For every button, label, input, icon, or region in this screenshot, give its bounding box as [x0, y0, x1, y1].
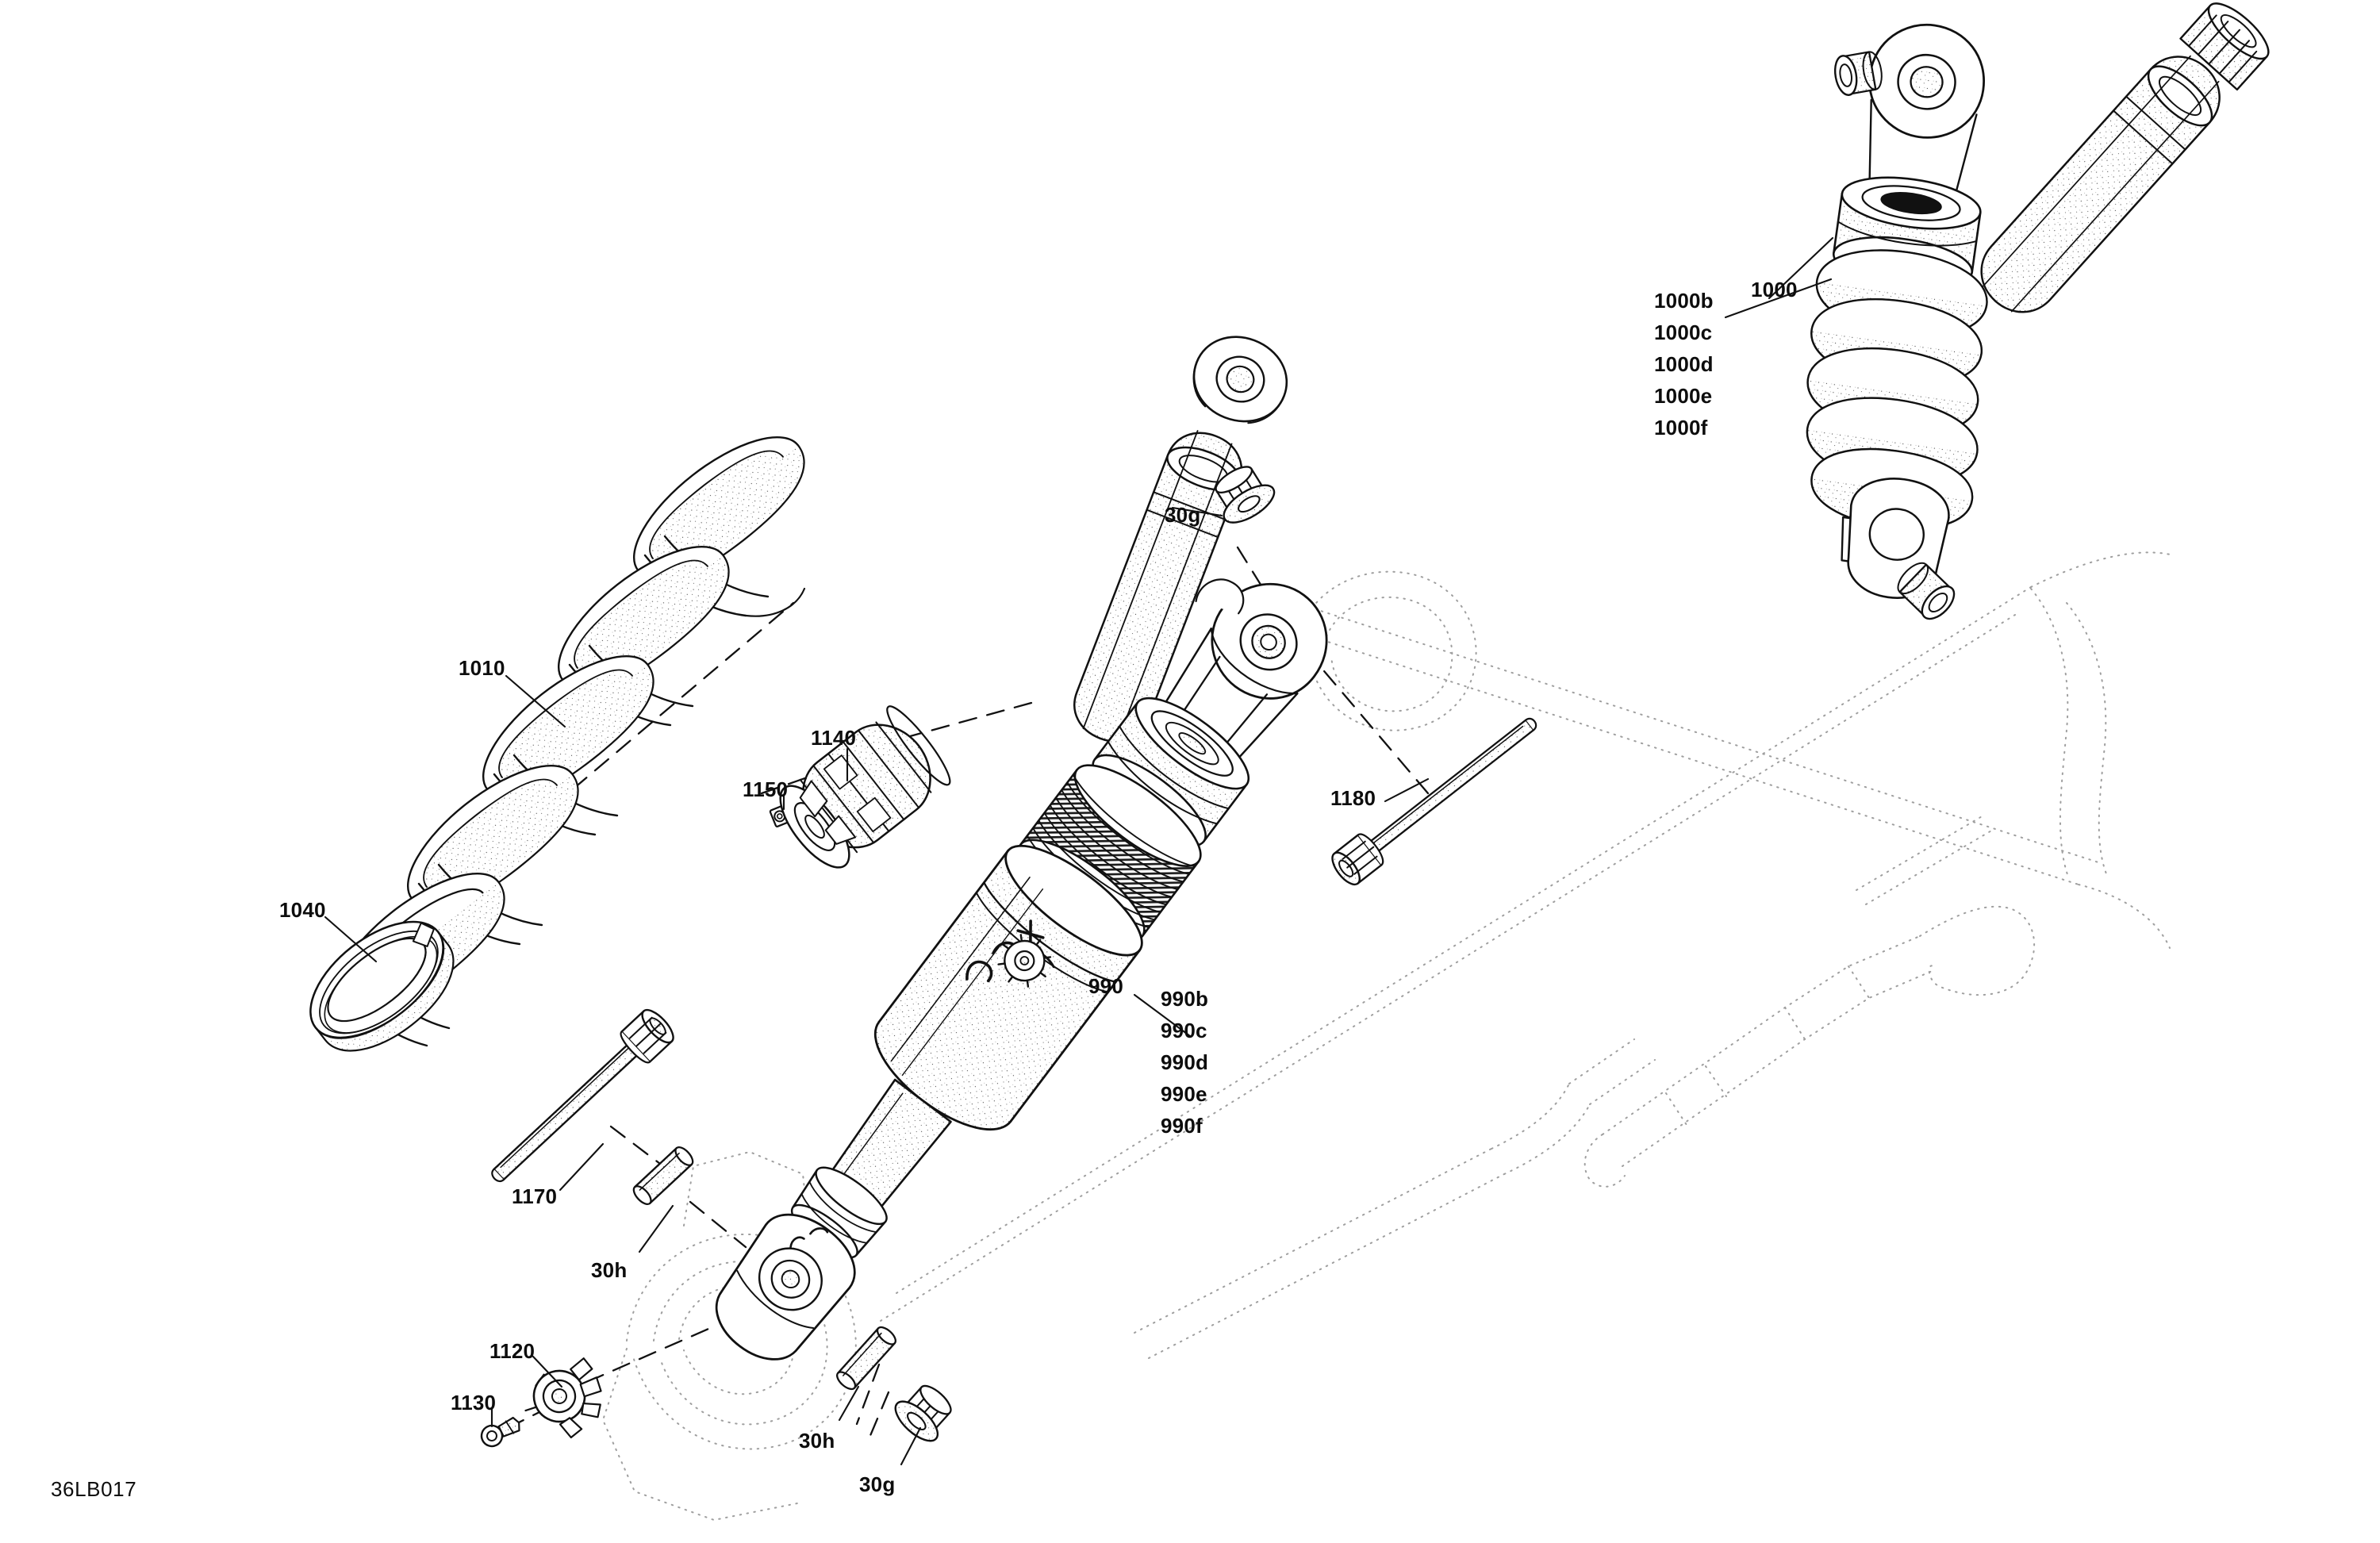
part-shock-absorber-1000	[1806, 2, 2270, 620]
callout-1150[interactable]: 1150	[743, 777, 789, 801]
leader-lines	[324, 236, 1834, 1466]
callout-1130[interactable]: 1130	[451, 1391, 497, 1414]
callout-1000b[interactable]: 1000b	[1654, 289, 1714, 313]
part-flange-nut-30g-bottom	[894, 1384, 952, 1442]
callout-990b[interactable]: 990b	[1161, 987, 1209, 1011]
callout-990e[interactable]: 990e	[1161, 1082, 1207, 1106]
part-spacer-30h-mid	[632, 1146, 694, 1205]
part-hex-bolt-1180	[1331, 717, 1537, 886]
callout-1120[interactable]: 1120	[489, 1339, 536, 1363]
part-adjuster-collar-1140	[779, 705, 951, 869]
part-ball-joint-nut-1120	[524, 1357, 602, 1439]
callout-1000f[interactable]: 1000f	[1654, 416, 1708, 439]
part-cotter-screw-1130	[480, 1416, 520, 1448]
callout-1140[interactable]: 1140	[811, 726, 857, 750]
callout-1180[interactable]: 1180	[1330, 786, 1376, 810]
callout-1000d[interactable]: 1000d	[1654, 352, 1714, 376]
callout-1000e[interactable]: 1000e	[1654, 384, 1713, 408]
part-spacer-30h-bottom	[836, 1326, 896, 1391]
callout-1000c[interactable]: 1000c	[1654, 320, 1713, 344]
callout-1170[interactable]: 1170	[512, 1184, 558, 1208]
ghost-chassis	[602, 551, 2175, 1521]
callout-990c[interactable]: 990c	[1161, 1019, 1207, 1042]
callout-1000[interactable]: 1000	[1751, 278, 1798, 301]
callout-30g-bottom[interactable]: 30g	[859, 1472, 896, 1496]
callout-1040[interactable]: 1040	[279, 898, 326, 922]
sheet-code: 36LB017	[51, 1477, 137, 1501]
callout-30g-top[interactable]: 30g	[1165, 503, 1201, 527]
callout-990d[interactable]: 990d	[1161, 1050, 1209, 1074]
callout-30h-bottom[interactable]: 30h	[799, 1429, 835, 1453]
callout-30h-mid[interactable]: 30h	[591, 1258, 628, 1282]
part-spring-seat-1040	[309, 920, 455, 1052]
part-shock-absorber-990	[715, 336, 1328, 1361]
callout-990[interactable]: 990	[1088, 974, 1123, 998]
callout-1010[interactable]: 1010	[459, 656, 505, 680]
callout-990f[interactable]: 990f	[1161, 1114, 1203, 1138]
part-hex-bolt-1170	[491, 1008, 674, 1182]
part-flange-nut-30g-top	[1215, 466, 1276, 524]
